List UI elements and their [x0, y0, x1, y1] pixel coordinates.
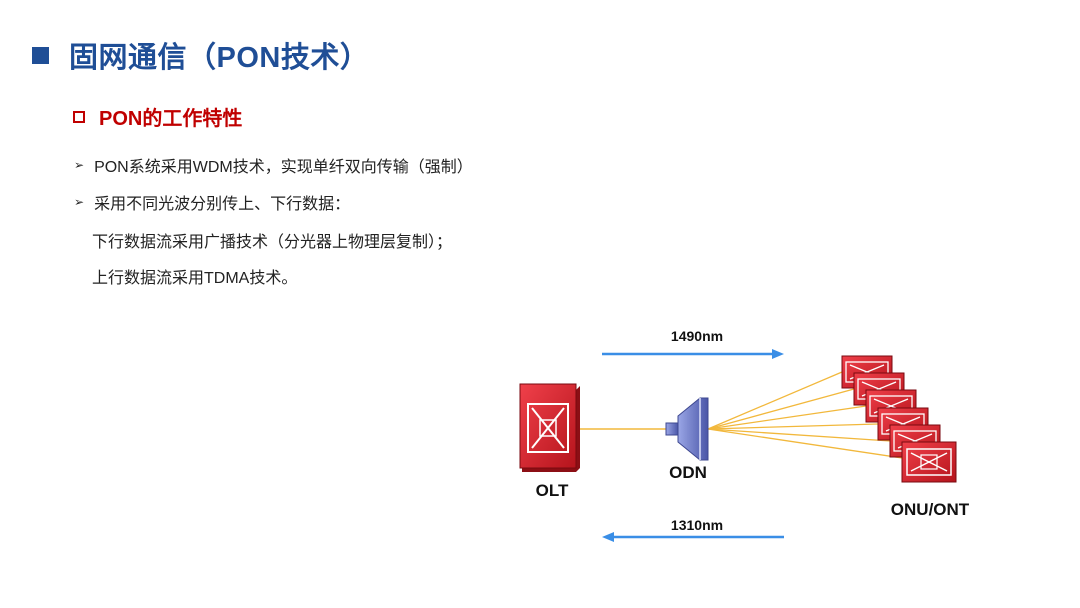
bullet-text: PON系统采用WDM技术，实现单纤双向传输（强制） [94, 159, 473, 176]
title-bullet-square [32, 46, 49, 64]
odn-splitter-icon [665, 397, 709, 461]
slide-title-row: 固网通信（PON技术） [32, 34, 369, 76]
section-title: PON的工作特性 [99, 108, 243, 130]
upstream-arrow [602, 532, 784, 542]
upstream-wavelength-label: 1310nm [671, 517, 723, 533]
slide-title: 固网通信（PON技术） [69, 42, 370, 74]
downstream-arrow [602, 349, 784, 359]
detail-line-downstream: 下行数据流采用广播技术（分光器上物理层复制）； [92, 234, 453, 251]
bullet-item: ➢ 采用不同光波分别传上、下行数据： [74, 190, 350, 214]
distribution-fibers [707, 371, 903, 459]
arrow-bullet-icon: ➢ [74, 158, 85, 172]
detail-line-upstream: 上行数据流采用TDMA技术。 [92, 270, 298, 287]
bullet-text: 采用不同光波分别传上、下行数据： [94, 196, 351, 213]
downstream-wavelength-label: 1490nm [671, 328, 723, 344]
olt-label: OLT [536, 481, 569, 500]
onu-stack [841, 355, 957, 483]
bullet-item: ➢ PON系统采用WDM技术，实现单纤双向传输（强制） [74, 153, 473, 177]
odn-label: ODN [669, 463, 707, 482]
arrow-bullet-icon: ➢ [74, 195, 85, 209]
section-bullet-box [73, 110, 85, 123]
olt-device-icon [519, 383, 580, 472]
onu-device-icon [901, 441, 957, 483]
onu-label: ONU/ONT [891, 500, 970, 519]
section-title-row: PON的工作特性 [73, 102, 242, 131]
